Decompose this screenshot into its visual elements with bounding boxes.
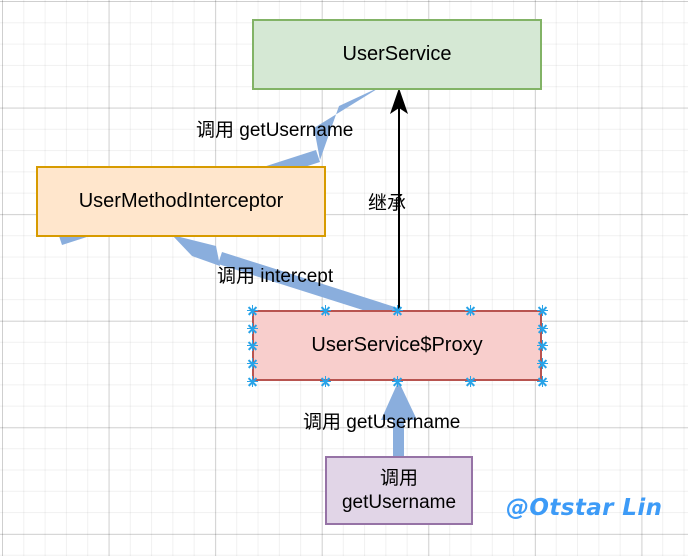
resize-handle-right-lower[interactable] — [536, 357, 548, 369]
resize-handle-left-lower[interactable] — [246, 357, 258, 369]
node-usermethodinterceptor[interactable]: UserMethodInterceptor — [36, 166, 326, 237]
resize-handle-top-left[interactable] — [246, 304, 258, 316]
node-call-line1: 调用 — [379, 468, 418, 490]
resize-handle-right-upper[interactable] — [536, 322, 548, 334]
resize-handle-middle-left[interactable] — [246, 339, 258, 351]
edge-label-call-intercept: 调用 intercept — [217, 266, 334, 287]
node-call-getusername[interactable]: 调用 getUsername — [325, 456, 473, 525]
edge-label-call-getusername-bottom: 调用 getUsername — [303, 412, 461, 433]
resize-handle-bottom-right[interactable] — [536, 375, 548, 387]
node-userservice[interactable]: UserService — [252, 19, 542, 90]
resize-handle-middle-right[interactable] — [536, 339, 548, 351]
resize-handle-bottom-center[interactable] — [391, 375, 403, 387]
edge-label-inherit: 继承 — [368, 193, 407, 214]
node-userservice-proxy[interactable]: UserService$Proxy — [252, 310, 542, 381]
watermark-otstar-lin: @Otstar Lin — [506, 495, 663, 521]
edge-label-call-getusername-top: 调用 getUsername — [196, 120, 354, 141]
resize-handle-top-right[interactable] — [536, 304, 548, 316]
resize-handle-top-center[interactable] — [391, 304, 403, 316]
resize-handle-bottom-quarter-left[interactable] — [319, 375, 331, 387]
node-call-line2: getUsername — [341, 491, 457, 513]
resize-handle-top-quarter-right[interactable] — [464, 304, 476, 316]
resize-handle-bottom-quarter-right[interactable] — [464, 375, 476, 387]
resize-handle-left-upper[interactable] — [246, 322, 258, 334]
resize-handle-top-quarter-left[interactable] — [319, 304, 331, 316]
resize-handle-bottom-left[interactable] — [246, 375, 258, 387]
